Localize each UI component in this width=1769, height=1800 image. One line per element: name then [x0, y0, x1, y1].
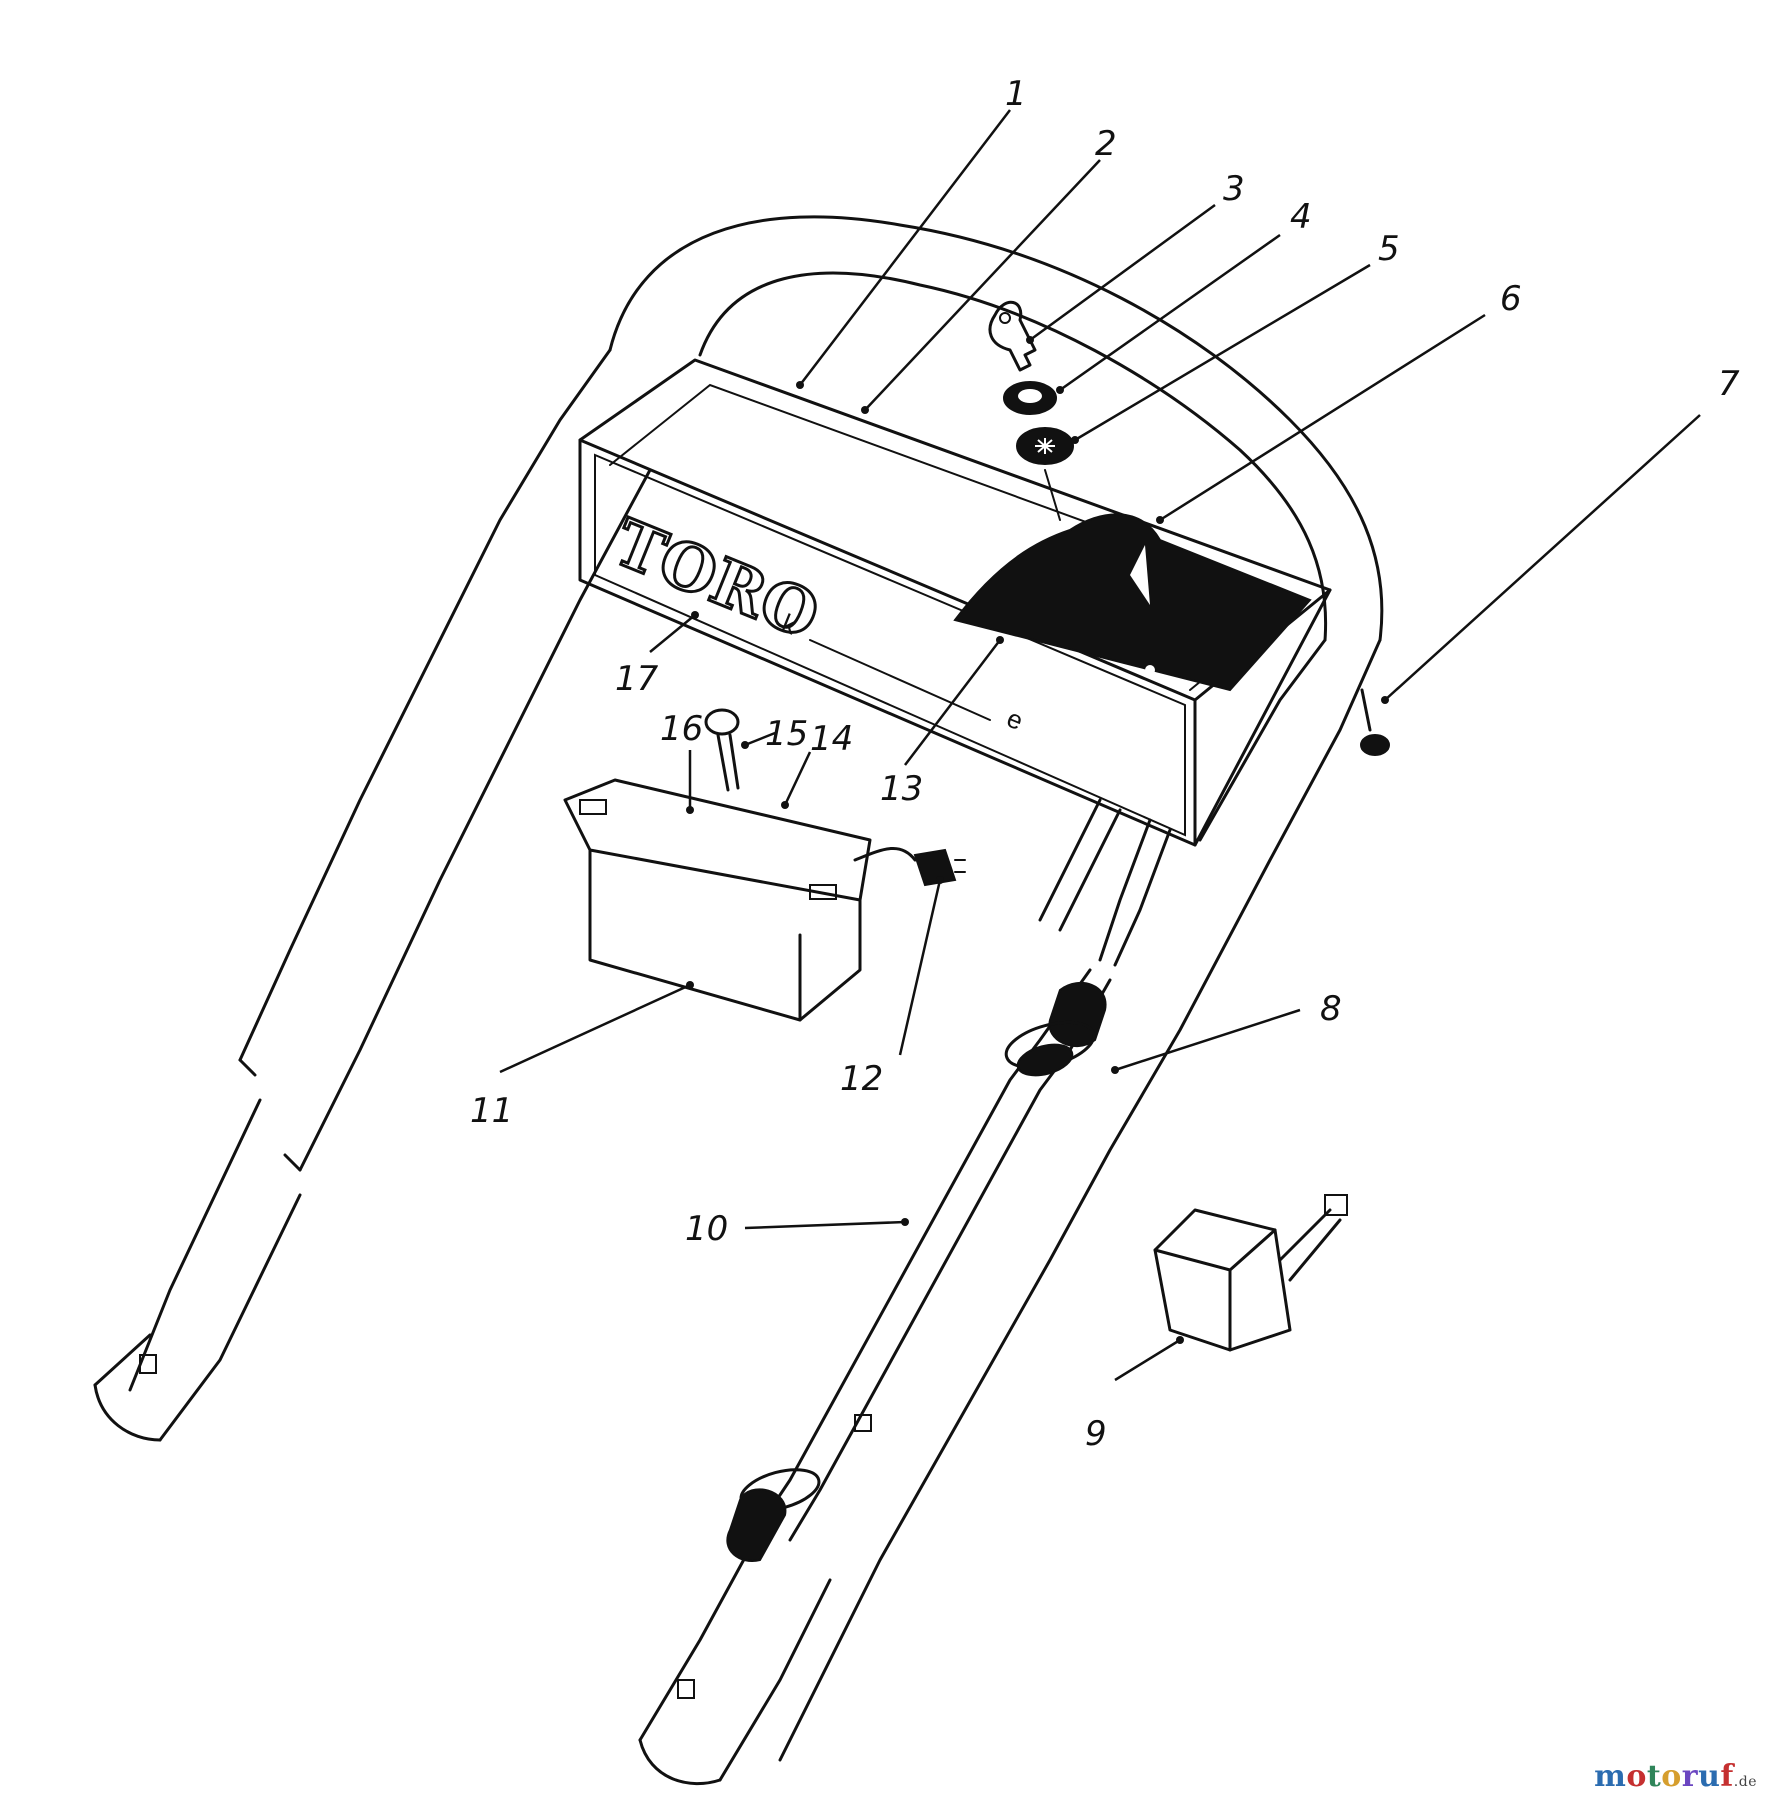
- callout-17: 17: [615, 659, 659, 699]
- cable-bundle: [1038, 798, 1172, 967]
- handle-tube: [93, 215, 1384, 1786]
- screw-icon: [704, 708, 740, 792]
- washer-icon: [1016, 427, 1074, 465]
- callout-labels: 1 2 3 4 5 6 7 8 9 10 11 12 13 14 15 16 1…: [470, 74, 1740, 1454]
- callout-2: 2: [1095, 124, 1117, 164]
- callout-9: 9: [1085, 1414, 1107, 1454]
- leader-lines: [499, 109, 1701, 1382]
- callout-8: 8: [1320, 989, 1342, 1029]
- callout-1: 1: [1005, 74, 1027, 114]
- charger-icon: [1153, 1194, 1348, 1352]
- callout-7: 7: [1718, 364, 1740, 404]
- callout-5: 5: [1378, 229, 1400, 269]
- nut-icon: [1003, 381, 1057, 415]
- switch-rod: [726, 968, 1112, 1562]
- panel-mark-e: e: [1003, 703, 1028, 736]
- battery-housing: [563, 778, 966, 1022]
- callout-13: 13: [880, 769, 923, 809]
- callout-11: 11: [470, 1091, 513, 1131]
- callout-3: 3: [1223, 169, 1245, 209]
- callout-12: 12: [840, 1059, 883, 1099]
- callout-6: 6: [1500, 279, 1522, 319]
- callout-10: 10: [685, 1209, 728, 1249]
- watermark-main: motoruf: [1594, 1759, 1734, 1794]
- watermark-suffix: .de: [1733, 1774, 1757, 1790]
- callout-4: 4: [1290, 197, 1312, 237]
- callout-14: 14: [810, 719, 853, 759]
- callout-16: 16: [660, 709, 703, 749]
- key-icon: [988, 301, 1037, 372]
- watermark-logo: motoruf.de: [1594, 1759, 1757, 1794]
- callout-15: 15: [765, 714, 808, 754]
- brand-label: TORO: [604, 505, 829, 654]
- control-box: [578, 358, 1332, 847]
- bolt-icon: [1360, 688, 1390, 756]
